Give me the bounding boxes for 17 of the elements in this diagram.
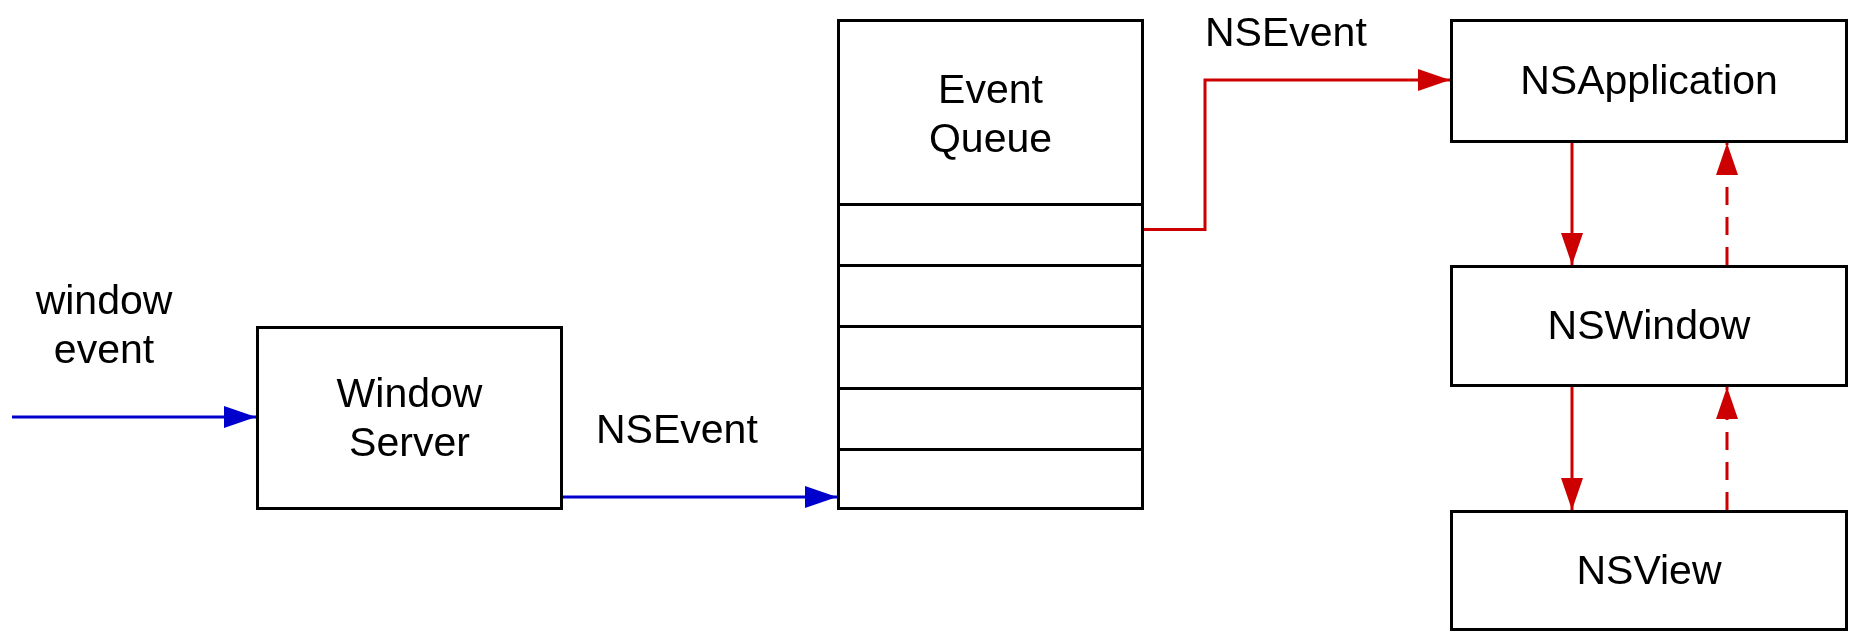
node-text: Window Server — [335, 368, 484, 467]
arrow — [1144, 69, 1450, 231]
arrow — [1716, 387, 1738, 510]
arrow — [1716, 143, 1738, 265]
node-text: NSView — [1575, 545, 1723, 595]
process-box — [1450, 19, 1848, 143]
arrow — [563, 486, 837, 508]
process-box — [1450, 510, 1848, 631]
node-text: NSApplication — [1519, 56, 1779, 106]
arrow — [1561, 387, 1583, 510]
arrow — [1561, 143, 1583, 265]
arrow — [12, 406, 256, 428]
queue-box — [837, 19, 1144, 510]
node-text: Event Queue — [927, 64, 1054, 163]
process-box — [1450, 265, 1848, 387]
process-box — [256, 326, 563, 510]
node-text: NSWindow — [1546, 301, 1752, 351]
